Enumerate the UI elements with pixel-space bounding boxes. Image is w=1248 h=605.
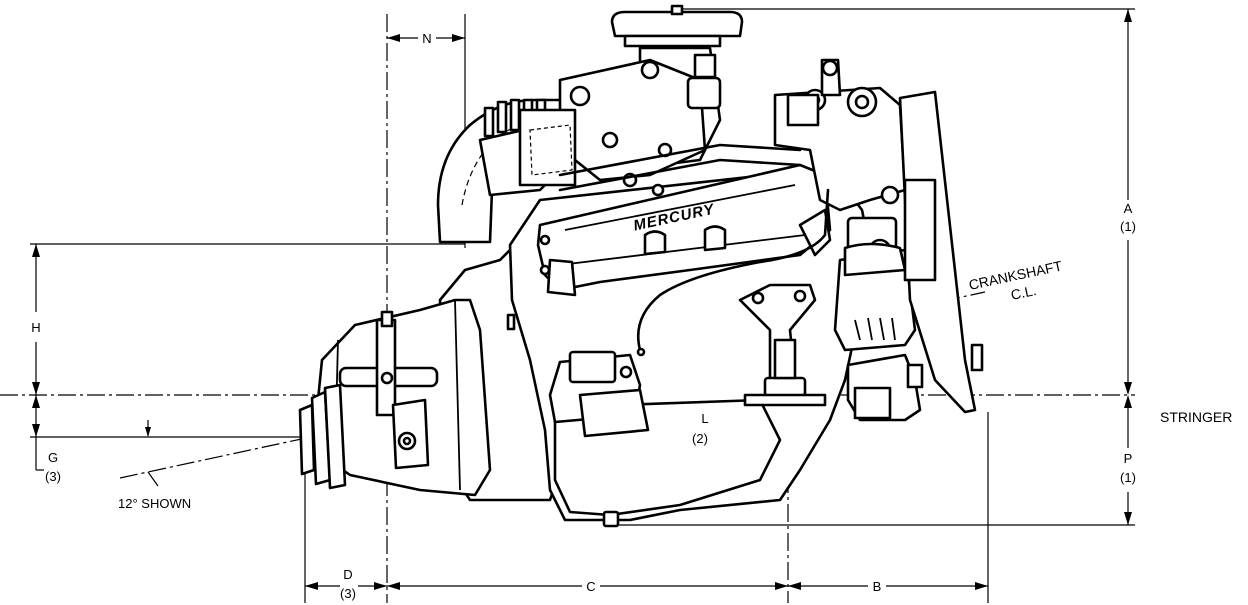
front-mount-plate (898, 90, 977, 414)
label-d-note: (3) (340, 586, 356, 601)
label-b: B (873, 579, 882, 594)
label-g-note: (3) (45, 469, 61, 484)
label-a: A (1124, 201, 1133, 216)
flame-arrestor (610, 10, 744, 38)
label-angle-shown: 12° SHOWN (118, 496, 191, 511)
label-p: P (1124, 451, 1133, 466)
label-crankshaft-cl: C.L. (1009, 282, 1037, 303)
label-stringer: STRINGER (1160, 409, 1232, 425)
transmission-housing (313, 298, 492, 497)
label-p-note: (1) (1120, 470, 1136, 485)
label-h: H (31, 320, 40, 335)
label-d: D (343, 567, 352, 582)
label-l: L (701, 411, 708, 426)
label-n: N (422, 31, 431, 46)
label-l-note: (2) (692, 431, 708, 446)
output-flange (298, 403, 316, 476)
engine-assembly: MERCURY (298, 4, 984, 528)
label-g: G (48, 450, 58, 465)
oil-drain-plug (602, 510, 620, 528)
label-a-note: (1) (1120, 219, 1136, 234)
dipstick-tube (636, 188, 830, 352)
engine-mount-front (738, 283, 817, 384)
label-c: C (586, 579, 595, 594)
